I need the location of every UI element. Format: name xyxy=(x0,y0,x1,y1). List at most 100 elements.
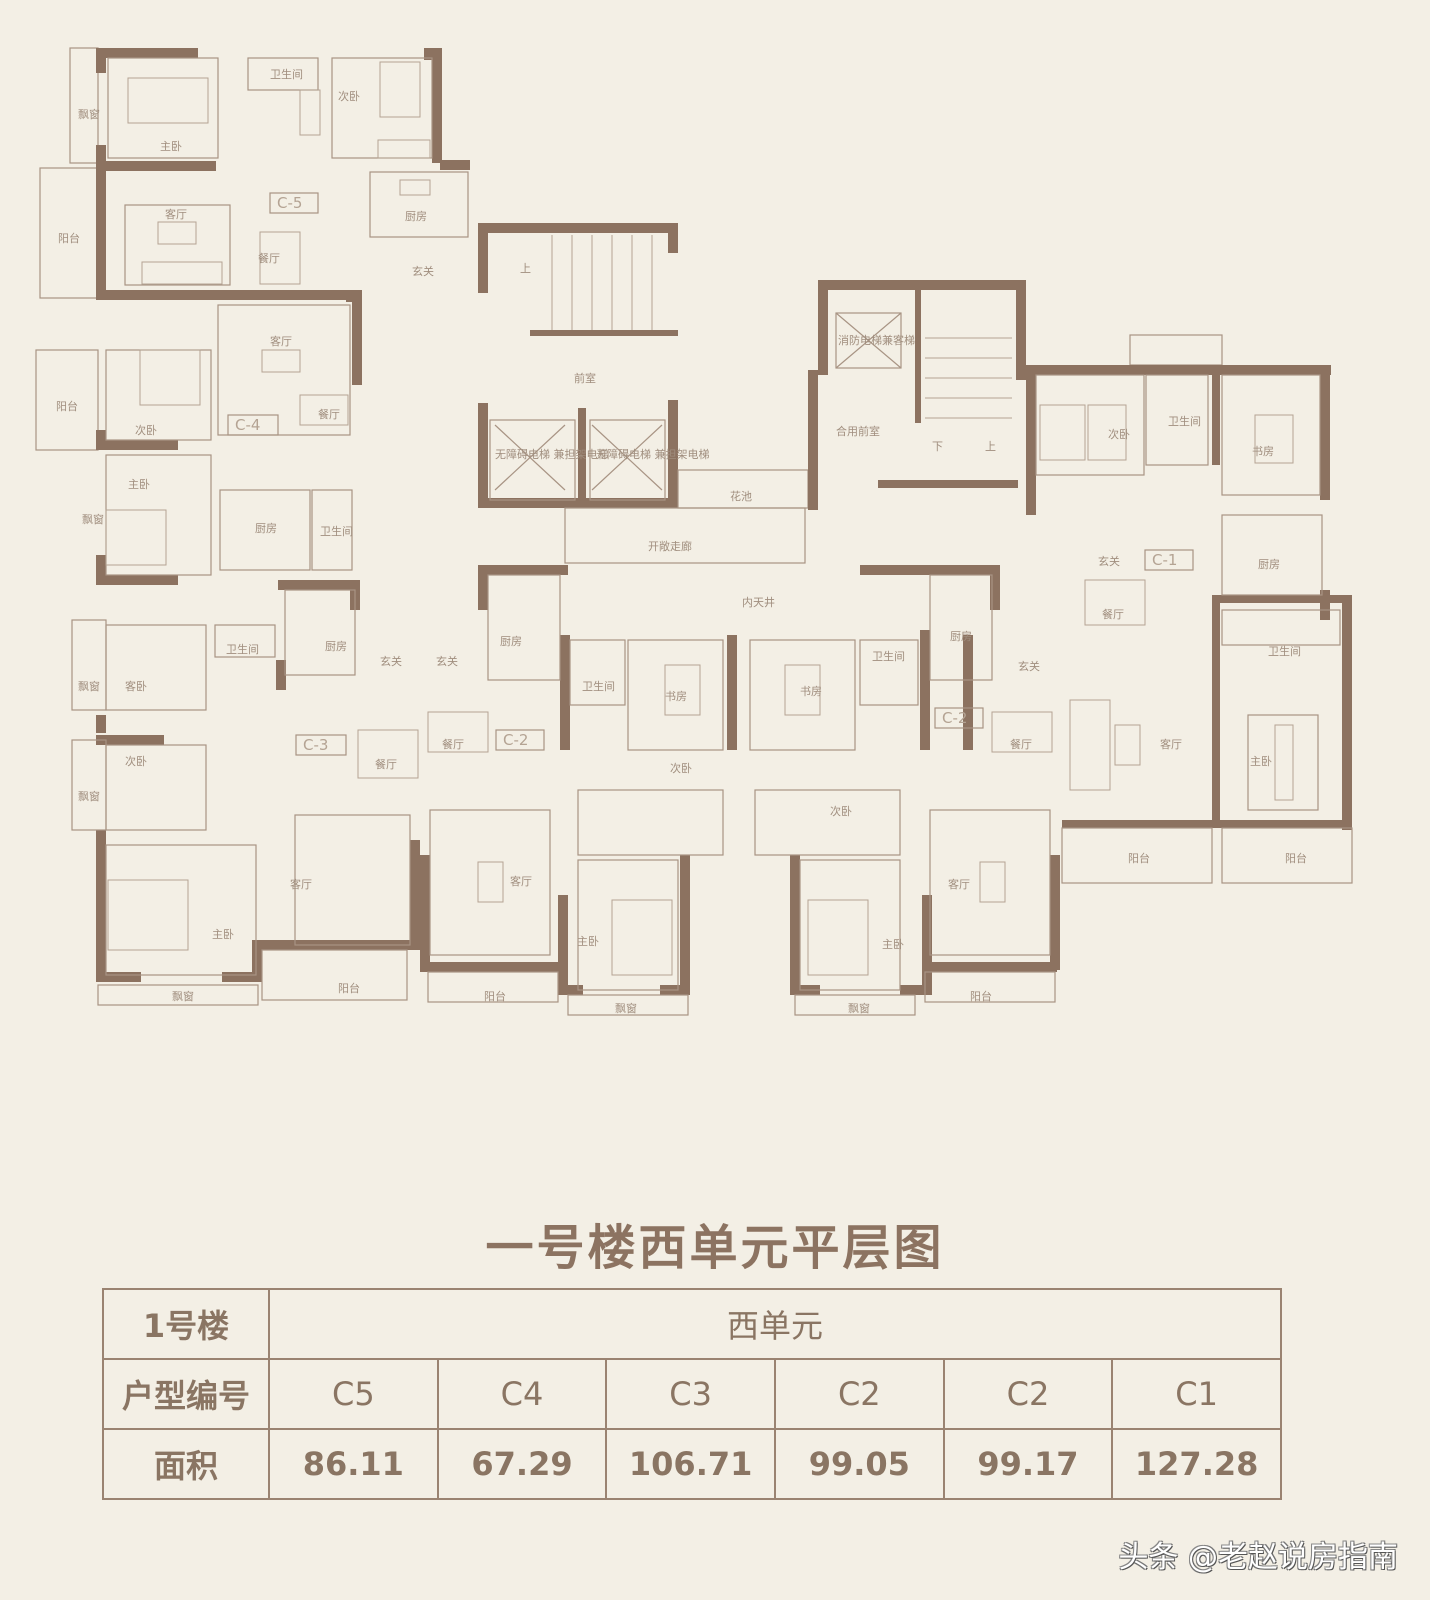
svg-text:阳台: 阳台 xyxy=(56,399,78,413)
svg-text:卫生间: 卫生间 xyxy=(226,642,259,656)
svg-text:主卧: 主卧 xyxy=(128,478,150,491)
svg-text:飘窗: 飘窗 xyxy=(78,789,100,803)
svg-text:卫生间: 卫生间 xyxy=(582,679,615,693)
area-cell: 99.05 xyxy=(773,1428,945,1500)
unit-c1: C-1 次卧 卫生间 书房 玄关 厨房 餐厅 卫生间 客厅 主卧 阳台 阳台 xyxy=(1026,334,1353,884)
svg-text:飘窗: 飘窗 xyxy=(78,679,100,693)
svg-text:C-3: C-3 xyxy=(303,736,328,754)
svg-text:次卧: 次卧 xyxy=(125,754,147,768)
svg-text:厨房: 厨房 xyxy=(500,635,522,648)
svg-text:餐厅: 餐厅 xyxy=(1010,737,1032,751)
svg-text:餐厅: 餐厅 xyxy=(442,737,464,751)
svg-text:书房: 书房 xyxy=(665,690,687,703)
svg-text:卫生间: 卫生间 xyxy=(872,649,905,663)
svg-text:餐厅: 餐厅 xyxy=(258,251,280,265)
svg-text:无障碍电梯 兼担架电梯: 无障碍电梯 兼担架电梯 xyxy=(495,447,609,461)
type-cell: C1 xyxy=(1111,1358,1282,1430)
unit-c5: C-5 主卧 卫生间 次卧 飘窗 阳台 客厅 餐厅 厨房 玄关 xyxy=(39,47,470,300)
svg-text:飘窗: 飘窗 xyxy=(848,1001,870,1015)
svg-text:飘窗: 飘窗 xyxy=(82,512,104,526)
svg-text:餐厅: 餐厅 xyxy=(375,757,397,771)
svg-text:玄关: 玄关 xyxy=(436,654,458,668)
svg-text:阳台: 阳台 xyxy=(970,989,992,1003)
svg-text:飘窗: 飘窗 xyxy=(172,989,194,1003)
svg-text:C-5: C-5 xyxy=(277,194,302,212)
svg-text:客厅: 客厅 xyxy=(1160,737,1182,751)
unit-tag-c2-right: C-2 xyxy=(934,707,984,729)
svg-text:主卧: 主卧 xyxy=(577,935,599,948)
svg-text:次卧: 次卧 xyxy=(830,804,852,818)
svg-text:卫生间: 卫生间 xyxy=(1268,644,1301,658)
svg-text:飘窗: 飘窗 xyxy=(615,1001,637,1015)
svg-text:消防电梯兼客梯: 消防电梯兼客梯 xyxy=(838,333,915,347)
unit-tag-c4: C-4 xyxy=(227,414,279,436)
svg-text:上: 上 xyxy=(520,262,531,275)
svg-text:上: 上 xyxy=(985,440,996,453)
page-title: 一号楼西单元平层图 xyxy=(485,1220,945,1276)
svg-text:主卧: 主卧 xyxy=(160,140,182,153)
svg-text:次卧: 次卧 xyxy=(135,423,157,437)
building-label: 1号楼 xyxy=(102,1288,270,1360)
svg-text:阳台: 阳台 xyxy=(338,981,360,995)
svg-text:阳台: 阳台 xyxy=(1285,851,1307,865)
type-cell: C4 xyxy=(436,1358,608,1430)
unit-tag-c1: C-1 xyxy=(1144,549,1194,571)
watermark: 头条 @老赵说房指南 xyxy=(1118,1540,1398,1575)
unit-section-label: 西单元 xyxy=(268,1288,1282,1360)
svg-text:书房: 书房 xyxy=(1252,445,1274,458)
svg-text:厨房: 厨房 xyxy=(255,522,277,535)
area-cell: 99.17 xyxy=(942,1428,1114,1500)
unit-c4: C-4 客厅 阳台 次卧 餐厅 主卧 飘窗 厨房 卫生间 xyxy=(35,290,362,585)
svg-text:次卧: 次卧 xyxy=(338,89,360,103)
area-cell: 106.71 xyxy=(605,1428,776,1500)
svg-text:餐厅: 餐厅 xyxy=(318,407,340,421)
area-table: 1号楼 西单元 户型编号 C5 C4 C3 C2 C2 C1 面积 86.11 … xyxy=(102,1288,1282,1500)
area-cell: 86.11 xyxy=(268,1428,439,1500)
unit-c2-right: C-2 卫生间 书房 厨房 玄关 餐厅 次卧 客厅 主卧 飘窗 阳台 xyxy=(749,565,1060,1016)
svg-text:花池: 花池 xyxy=(730,490,752,503)
svg-text:厨房: 厨房 xyxy=(950,630,972,643)
svg-text:厨房: 厨房 xyxy=(325,640,347,653)
svg-text:C-1: C-1 xyxy=(1152,551,1177,569)
area-cell: 67.29 xyxy=(436,1428,608,1500)
unit-tag-c5: C-5 xyxy=(269,192,319,214)
svg-text:客卧: 客卧 xyxy=(125,679,147,693)
svg-text:主卧: 主卧 xyxy=(212,928,234,941)
unit-c3: C-3 飘窗 客卧 卫生间 厨房 玄关 次卧 飘窗 餐厅 客厅 主卧 飘窗 阳台 xyxy=(71,580,421,1006)
svg-text:前室: 前室 xyxy=(574,371,596,385)
svg-text:C-4: C-4 xyxy=(235,416,260,434)
stair-treads xyxy=(551,235,653,330)
svg-text:主卧: 主卧 xyxy=(1250,755,1272,768)
svg-text:次卧: 次卧 xyxy=(670,761,692,775)
svg-text:阳台: 阳台 xyxy=(58,231,80,245)
svg-text:客厅: 客厅 xyxy=(510,874,532,888)
svg-text:阳台: 阳台 xyxy=(1128,851,1150,865)
svg-text:卫生间: 卫生间 xyxy=(1168,414,1201,428)
svg-text:玄关: 玄关 xyxy=(380,654,402,668)
svg-text:主卧: 主卧 xyxy=(882,938,904,951)
svg-text:开敞走廊: 开敞走廊 xyxy=(648,539,692,553)
table-row-building: 1号楼 西单元 xyxy=(102,1288,1282,1360)
type-cell: C2 xyxy=(773,1358,945,1430)
type-cell: C2 xyxy=(942,1358,1114,1430)
svg-text:玄关: 玄关 xyxy=(1018,659,1040,673)
svg-text:客厅: 客厅 xyxy=(165,207,187,221)
svg-text:内天井: 内天井 xyxy=(742,595,775,609)
svg-text:厨房: 厨房 xyxy=(405,210,427,223)
svg-text:飘窗: 飘窗 xyxy=(78,107,100,121)
type-cell: C5 xyxy=(268,1358,439,1430)
svg-text:玄关: 玄关 xyxy=(1098,554,1120,568)
area-row-label: 面积 xyxy=(102,1428,270,1500)
stair-treads-right xyxy=(925,337,1012,419)
svg-text:客厅: 客厅 xyxy=(948,877,970,891)
svg-text:客厅: 客厅 xyxy=(270,334,292,348)
area-cell: 127.28 xyxy=(1111,1428,1282,1500)
type-cell: C3 xyxy=(605,1358,776,1430)
table-row-types: 户型编号 C5 C4 C3 C2 C2 C1 xyxy=(102,1358,1282,1430)
svg-text:合用前室: 合用前室 xyxy=(836,424,880,438)
table-row-areas: 面积 86.11 67.29 106.71 99.05 99.17 127.28 xyxy=(102,1428,1282,1500)
unit-tag-c2-left: C-2 xyxy=(495,729,545,751)
floor-plan: C-5 主卧 卫生间 次卧 飘窗 阳台 客厅 餐厅 厨房 玄关 C-4 客厅 xyxy=(35,47,1353,1016)
svg-text:下: 下 xyxy=(932,440,943,453)
svg-text:C-2: C-2 xyxy=(942,709,967,727)
